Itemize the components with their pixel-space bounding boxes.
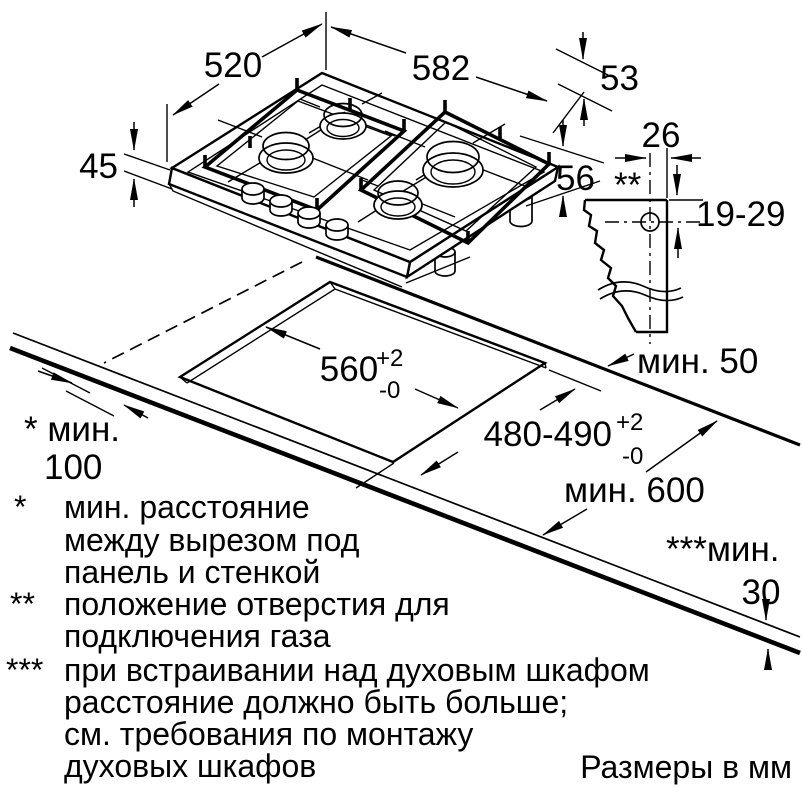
footnote-2-line-2: подключения газа xyxy=(64,618,331,654)
dimension-min-thickness-30: ***мин. 30 xyxy=(666,530,781,670)
gas-connection-detail: 26 ** 19-29 xyxy=(582,116,786,344)
wall-line xyxy=(315,255,801,447)
worktop-front-edge-top-line xyxy=(12,332,801,638)
grate-prongs xyxy=(203,78,551,243)
worktop-drawing xyxy=(9,255,801,656)
break-line-upper xyxy=(597,281,682,293)
dimension-cutout-depth: 480-490 +2 -0 xyxy=(355,369,643,489)
cutout-depth-label: 480-490 xyxy=(484,415,612,454)
dimension-hob-height-53: 53 xyxy=(555,32,639,126)
footnote-3-marker: *** xyxy=(6,652,43,688)
break-line-lower xyxy=(599,290,684,302)
burner-back xyxy=(319,102,367,140)
gas-marker-label: ** xyxy=(614,166,642,205)
cutout-depth-tol-plus: +2 xyxy=(616,409,643,436)
hob-height-label: 53 xyxy=(600,59,639,98)
hob-tray-edge-right xyxy=(405,256,471,284)
footnote-3-line-3: см. требования по монтажу xyxy=(64,716,473,752)
gas-hole-range-label: 19-29 xyxy=(696,195,786,234)
footnote-1-line-2: между вырезом под xyxy=(64,522,360,558)
control-knobs xyxy=(241,182,349,241)
below-worktop-label: 56 xyxy=(556,159,595,198)
units-note: Размеры в мм xyxy=(580,749,792,785)
footnote-1-line-1: мин. расстояние xyxy=(64,489,310,525)
dimension-hob-width-582: 582 xyxy=(330,26,585,134)
dimension-below-worktop-56: 56 xyxy=(519,120,605,217)
min-thickness-label-line1: ***мин. xyxy=(666,530,780,569)
burner-wok xyxy=(422,140,484,188)
min-side-label-line2: 100 xyxy=(44,448,102,487)
footnotes: * мин. расстояние между вырезом под пане… xyxy=(6,489,650,784)
min-counter-depth-label: мин. 600 xyxy=(564,471,705,510)
footnote-1-line-3: панель и стенкой xyxy=(64,554,320,590)
dimension-min-600: мин. 600 xyxy=(542,420,718,536)
footnote-3-line-1: при встраивании над духовым шкафом xyxy=(64,652,650,688)
footnote-1-marker: * xyxy=(14,489,26,525)
hob-tray-edge-left xyxy=(168,183,403,288)
min-rear-label: мин. 50 xyxy=(637,342,758,381)
cutout-width-tol-plus: +2 xyxy=(376,345,403,372)
grate-bars xyxy=(217,92,526,223)
min-thickness-label-line2: 30 xyxy=(742,573,781,612)
dimension-gas-hole-height-19-29: 19-29 xyxy=(669,165,786,258)
burner-front xyxy=(373,180,423,220)
projection-dashed-line xyxy=(103,261,303,364)
cutout-outline xyxy=(177,280,548,464)
burner-left xyxy=(258,131,314,174)
dimension-min-rear-50: мин. 50 xyxy=(607,342,758,381)
dimension-hob-depth-520: 520 xyxy=(166,12,327,162)
gas-offset-label: 26 xyxy=(642,116,681,155)
worktop-front-edge-bottom-line xyxy=(9,345,801,656)
dimension-built-in-depth-45: 45 xyxy=(79,122,173,207)
built-in-depth-label: 45 xyxy=(79,147,118,186)
footnote-2-line-1: положение отверстия для xyxy=(64,586,450,622)
dimension-cutout-width: 560 +2 -0 xyxy=(265,326,459,409)
dimension-min-side-100: * мин. 100 xyxy=(24,367,149,487)
footnote-2-marker: ** xyxy=(10,586,35,622)
cutout-width-label: 560 xyxy=(320,350,378,389)
cutout-width-tol-minus: -0 xyxy=(379,377,400,404)
min-side-label-line1: * мин. xyxy=(24,410,120,449)
footnote-3-line-2: расстояние должно быть больше; xyxy=(64,684,568,720)
burners xyxy=(258,102,484,220)
hob-depth-label: 520 xyxy=(204,46,262,85)
cutout-depth-tol-minus: -0 xyxy=(622,443,643,470)
hob-isometric-drawing xyxy=(167,71,561,288)
footnote-3-line-4: духовых шкафов xyxy=(64,748,316,784)
hob-width-label: 582 xyxy=(412,49,470,88)
dimension-gas-offset-26: 26 ** xyxy=(614,116,701,205)
